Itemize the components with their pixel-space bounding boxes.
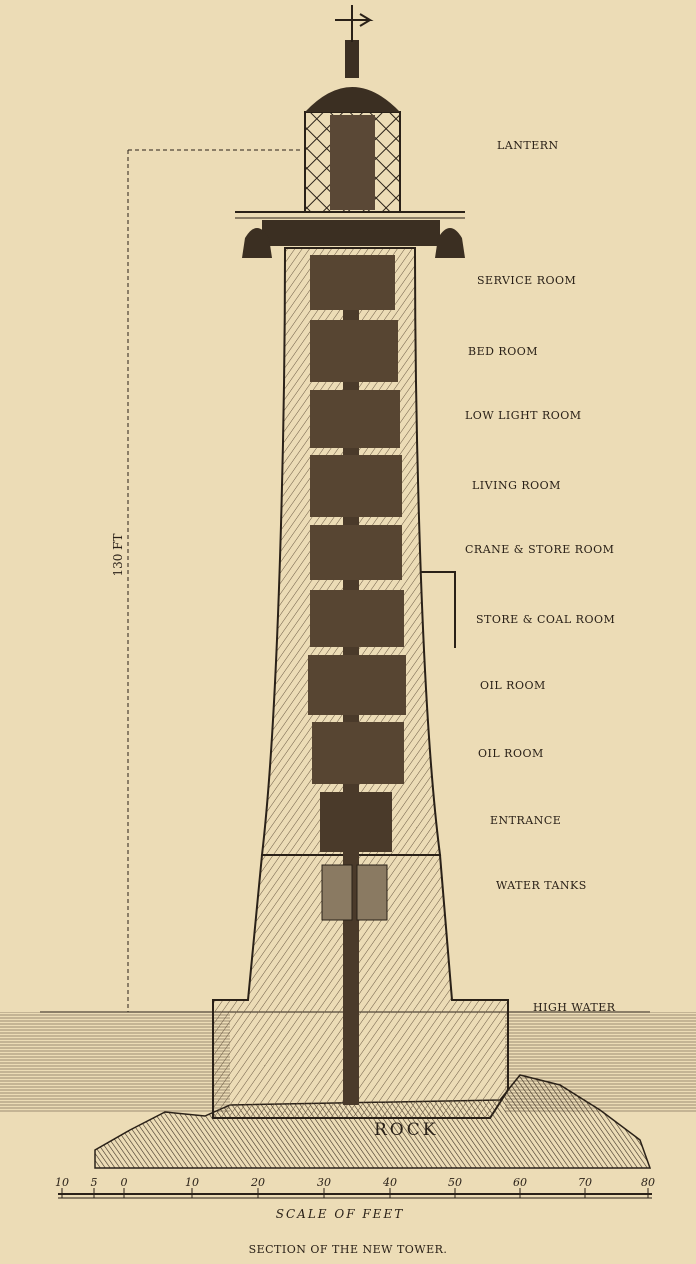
scale-tick-label: 40 <box>382 1176 397 1189</box>
rock <box>94 1074 652 1169</box>
rock-label: ROCK <box>374 1120 438 1140</box>
scale-tick-label: 20 <box>250 1176 265 1189</box>
scale-tick-label: 50 <box>448 1176 462 1189</box>
room-label-bed: BED ROOM <box>468 345 538 358</box>
ventilator <box>345 40 359 78</box>
room-interiors <box>308 255 406 921</box>
room-label-entrance: ENTRANCE <box>490 814 561 827</box>
lantern-dome <box>305 87 400 112</box>
room-label-lantern: LANTERN <box>497 139 559 152</box>
scale-tick-label: 60 <box>513 1176 527 1189</box>
room-labels: LANTERN SERVICE ROOM BED ROOM LOW LIGHT … <box>465 139 616 1014</box>
room-label-store-coal: STORE & COAL ROOM <box>476 613 615 626</box>
scale-tick-label: 5 <box>91 1176 98 1189</box>
scale-tick-label: 70 <box>578 1176 592 1189</box>
room-label-oil-2: OIL ROOM <box>478 747 544 760</box>
room-label-service: SERVICE ROOM <box>477 274 576 287</box>
lens <box>330 115 375 210</box>
scale-tick-label: 0 <box>121 1176 128 1189</box>
weather-vane-icon <box>335 13 374 27</box>
high-water-label: HIGH WATER <box>533 1001 616 1014</box>
room-label-oil-1: OIL ROOM <box>480 679 546 692</box>
room-label-living: LIVING ROOM <box>472 479 561 492</box>
room-label-crane-store: CRANE & STORE ROOM <box>465 543 614 556</box>
bell-right-icon <box>435 228 465 258</box>
crane-arm <box>420 571 456 648</box>
scale-tick-label: 80 <box>641 1176 655 1189</box>
scale-title: SCALE OF FEET <box>276 1207 404 1221</box>
tower-base <box>212 854 509 1119</box>
scale-tick-label: 30 <box>317 1176 331 1189</box>
figure-caption: SECTION OF THE NEW TOWER. <box>249 1243 448 1256</box>
height-label: 130 FT <box>111 533 125 576</box>
gallery <box>262 220 440 246</box>
bell-left-icon <box>242 228 272 258</box>
scale-tick-label: 10 <box>55 1176 69 1189</box>
room-label-low-light: LOW LIGHT ROOM <box>465 409 582 422</box>
scale-tick-label: 10 <box>185 1176 199 1189</box>
sea-left <box>0 1012 230 1112</box>
room-label-water-tanks: WATER TANKS <box>496 879 587 892</box>
